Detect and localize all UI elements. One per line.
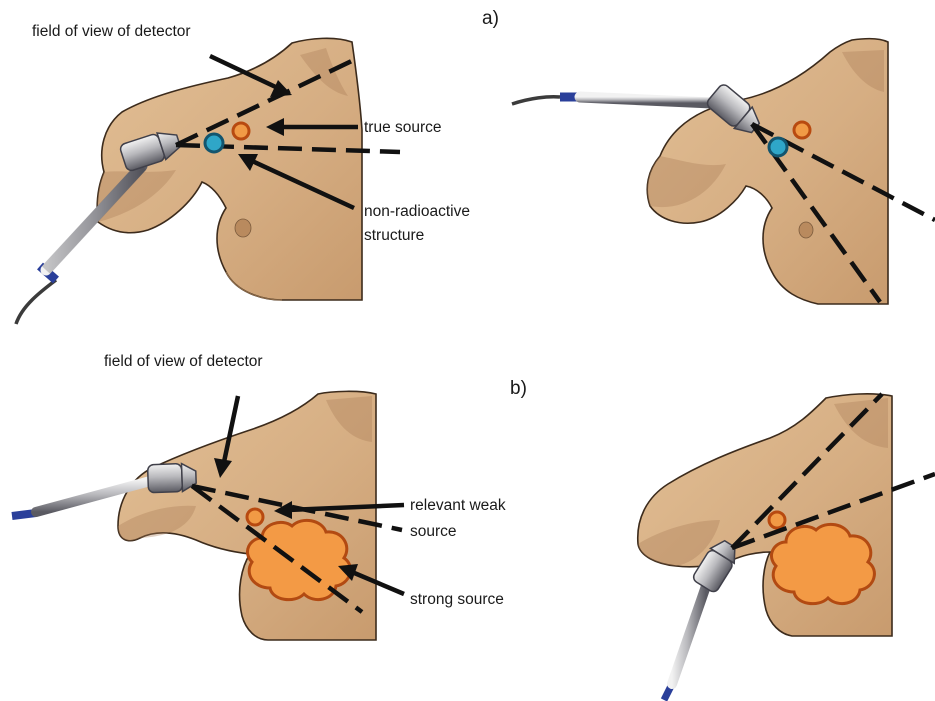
label-strong-source: strong source: [410, 591, 504, 608]
nipple: [799, 222, 813, 238]
panel-label-a: a): [482, 8, 499, 29]
non-radioactive-marker: [205, 134, 223, 152]
label-fov-a: field of view of detector: [32, 23, 191, 40]
label-true-source: true source: [364, 119, 442, 136]
non-radioactive-marker: [769, 138, 787, 156]
probe-cable: [512, 97, 560, 104]
weak-source-marker: [247, 509, 263, 525]
strong-source-blob: [247, 520, 350, 599]
nipple: [235, 219, 251, 237]
label-non-radioactive-1: non-radioactive: [364, 203, 470, 220]
probe-head: [148, 463, 197, 493]
label-fov-b: field of view of detector: [104, 353, 263, 370]
panel-b-right: [638, 394, 935, 700]
label-weak-source-1: relevant weak: [410, 497, 506, 514]
true-source-marker: [233, 123, 249, 139]
true-source-marker: [794, 122, 810, 138]
label-weak-source-2: source: [410, 523, 457, 540]
panel-a-right: [512, 39, 935, 304]
panel-label-b: b): [510, 378, 527, 399]
label-non-radioactive-2: structure: [364, 227, 424, 244]
strong-source-blob: [771, 524, 874, 603]
weak-source-marker: [769, 512, 785, 528]
probe-cable: [16, 280, 56, 324]
probe-shaft: [672, 586, 706, 684]
probe-shaft: [580, 97, 712, 103]
panel-b-left: field of view of detector relevant weak …: [12, 353, 506, 640]
panel-a-left: field of view of detector true source no…: [16, 23, 470, 324]
